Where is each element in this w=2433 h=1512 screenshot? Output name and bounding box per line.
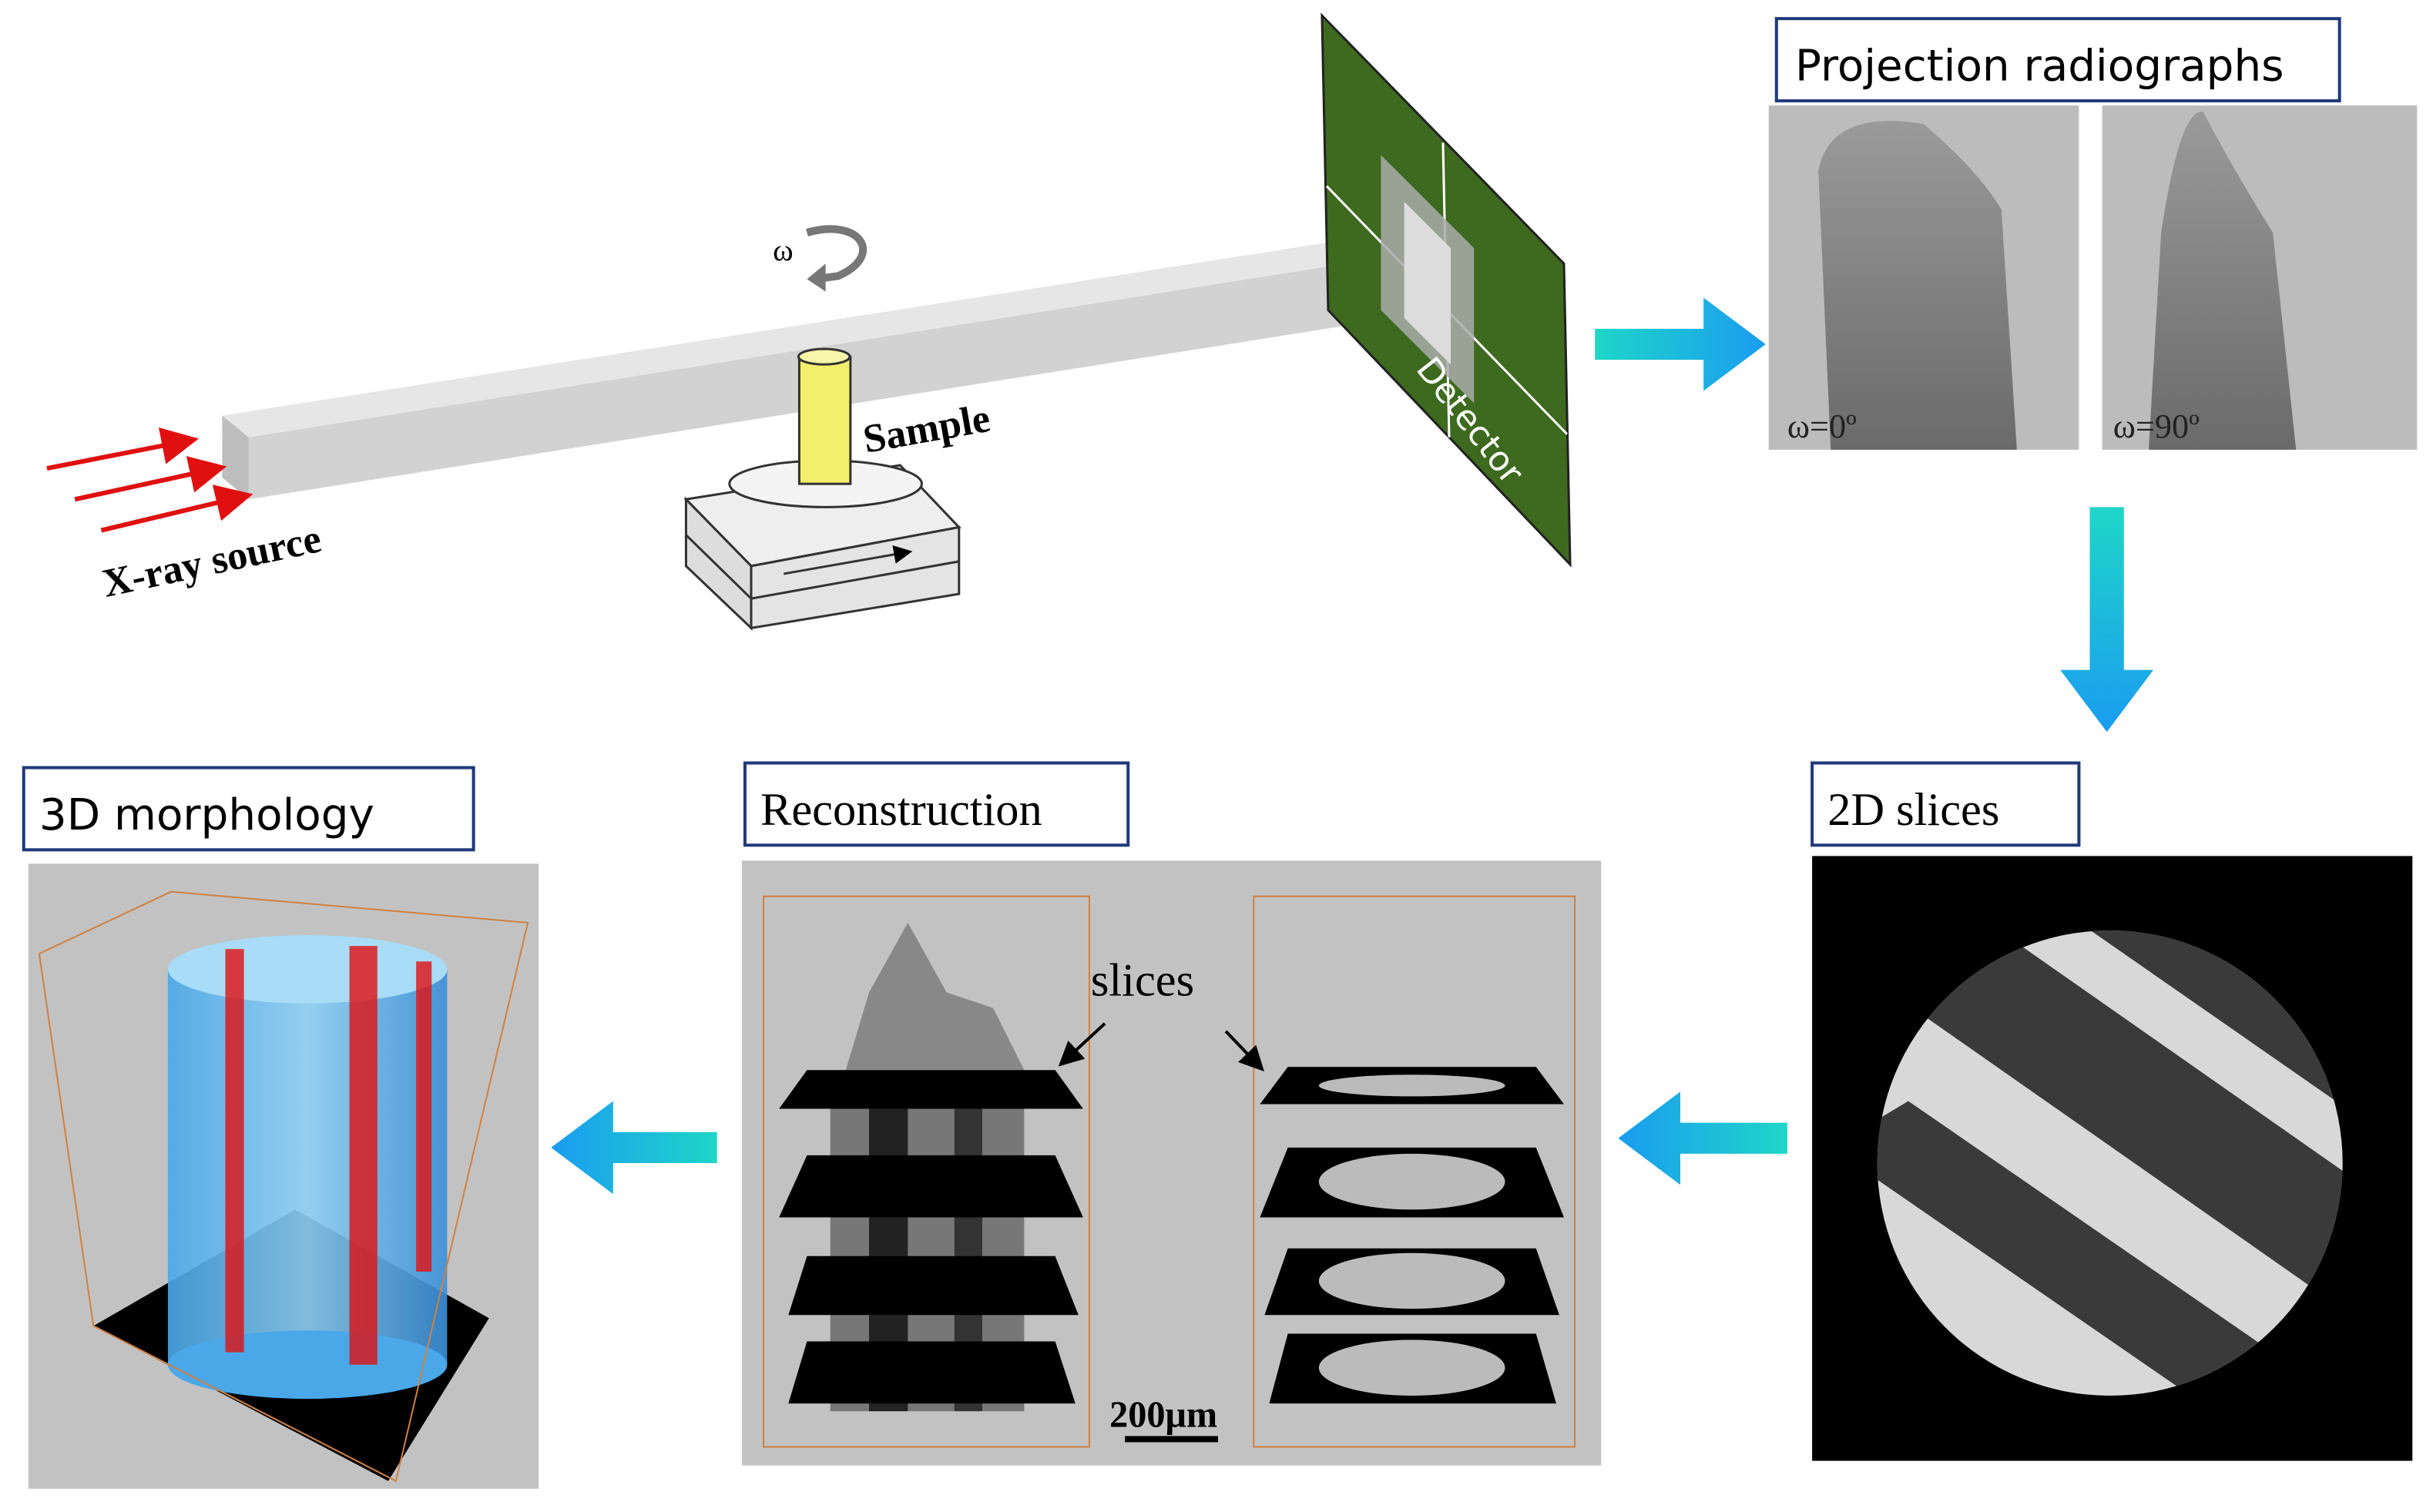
radiograph-90 bbox=[2102, 105, 2418, 450]
morphology-title-box bbox=[22, 766, 475, 852]
slice-image bbox=[1812, 856, 2413, 1461]
projection-title: Projection radiographs bbox=[1795, 42, 2284, 92]
xray-arrows bbox=[46, 427, 253, 533]
rotation-omega-label: ω bbox=[773, 233, 794, 267]
sample-stage bbox=[683, 347, 961, 631]
morphology-title: 3D morphology bbox=[39, 790, 374, 840]
sample-label: Sample bbox=[860, 396, 993, 462]
scale-bar-label: 200μm bbox=[1109, 1394, 1217, 1435]
detector bbox=[1321, 12, 1572, 568]
reconstruction-slices bbox=[1253, 895, 1576, 1448]
slices-annotation: slices bbox=[1091, 955, 1194, 1007]
reconstruction-title: Reconstruction bbox=[760, 784, 1042, 836]
radiograph-0-caption: ω=0º bbox=[1787, 407, 1857, 445]
arrow-to-slices bbox=[2060, 507, 2154, 733]
slices-title: 2D slices bbox=[1827, 784, 1999, 836]
radiograph-90-caption: ω=90º bbox=[2113, 407, 2200, 445]
slices-pointer-left bbox=[1058, 1022, 1106, 1067]
radiograph-0 bbox=[1768, 105, 2079, 450]
slices-title-box bbox=[1810, 761, 2081, 847]
arrow-to-radiographs bbox=[1595, 297, 1766, 391]
arrow-to-reconstruction bbox=[1618, 1091, 1787, 1185]
reconstruction-volume bbox=[763, 895, 1090, 1448]
morphology-volume bbox=[38, 890, 529, 1483]
xray-source-label: X-ray source bbox=[99, 516, 325, 606]
slices-pointer-right bbox=[1224, 1030, 1264, 1071]
rotation-arrow-icon bbox=[806, 225, 867, 283]
reconstruction-title-box bbox=[743, 761, 1130, 847]
arrow-to-morphology bbox=[551, 1101, 717, 1195]
projection-title-box bbox=[1774, 17, 2341, 102]
